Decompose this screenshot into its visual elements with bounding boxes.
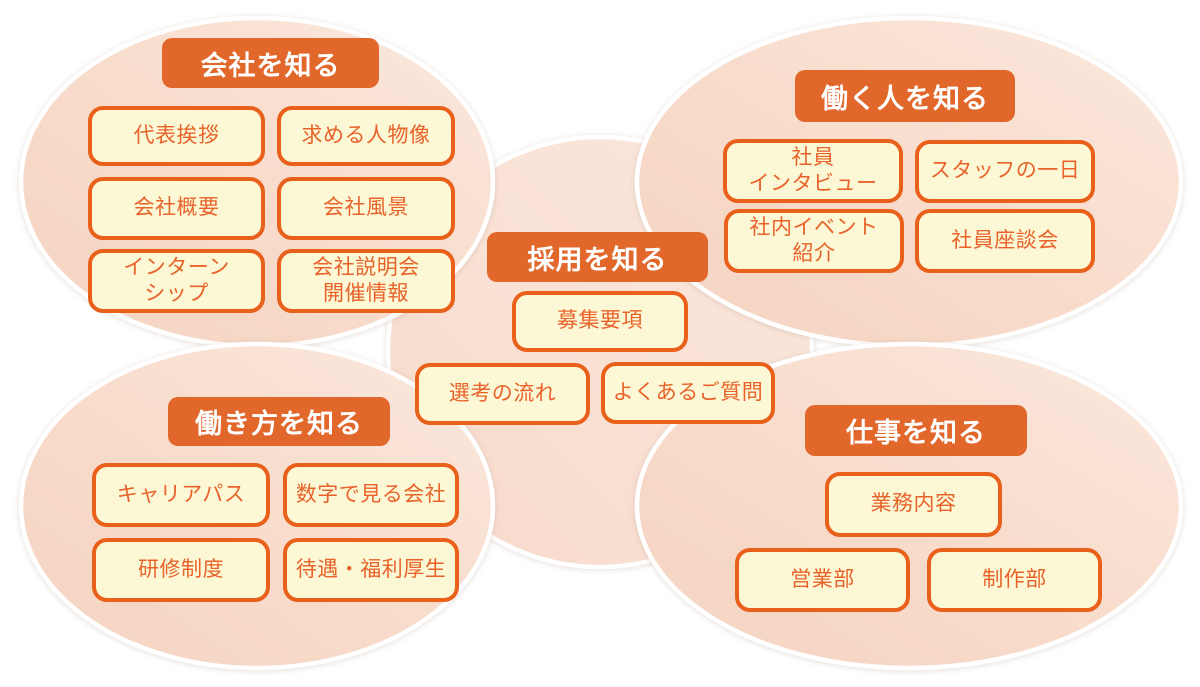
node-sales-dept[interactable]: 営業部: [735, 548, 910, 612]
group-people-header[interactable]: 働く人を知る: [795, 70, 1015, 122]
group-company-header[interactable]: 会社を知る: [162, 38, 379, 88]
node-employee-roundtable[interactable]: 社員座談会: [915, 209, 1095, 273]
node-internal-events[interactable]: 社内イベント 紹介: [724, 209, 904, 273]
node-representative-greeting[interactable]: 代表挨拶: [88, 106, 265, 166]
node-company-overview[interactable]: 会社概要: [88, 177, 265, 240]
node-company-scenery[interactable]: 会社風景: [277, 177, 455, 240]
node-selection-flow[interactable]: 選考の流れ: [415, 363, 590, 425]
node-job-description[interactable]: 業務内容: [825, 472, 1002, 537]
node-desired-person[interactable]: 求める人物像: [277, 106, 455, 166]
node-recruitment-guidelines[interactable]: 募集要項: [512, 291, 688, 352]
node-benefits[interactable]: 待遇・福利厚生: [283, 538, 459, 602]
node-career-path[interactable]: キャリアパス: [92, 463, 270, 527]
node-company-in-numbers[interactable]: 数字で見る会社: [283, 463, 459, 527]
ellipse-people-group: [634, 15, 1184, 349]
group-job-header[interactable]: 仕事を知る: [805, 405, 1027, 456]
node-training-system[interactable]: 研修制度: [92, 538, 270, 602]
node-production-dept[interactable]: 制作部: [927, 548, 1102, 612]
node-info-session[interactable]: 会社説明会 開催情報: [277, 249, 455, 313]
group-recruit-header[interactable]: 採用を知る: [487, 232, 708, 282]
group-workstyle-header[interactable]: 働き方を知る: [168, 397, 390, 446]
node-faq[interactable]: よくあるご質問: [601, 362, 775, 424]
node-staff-day[interactable]: スタッフの一日: [915, 140, 1095, 203]
node-employee-interview[interactable]: 社員 インタビュー: [723, 139, 903, 203]
node-internship[interactable]: インターン シップ: [88, 249, 265, 313]
